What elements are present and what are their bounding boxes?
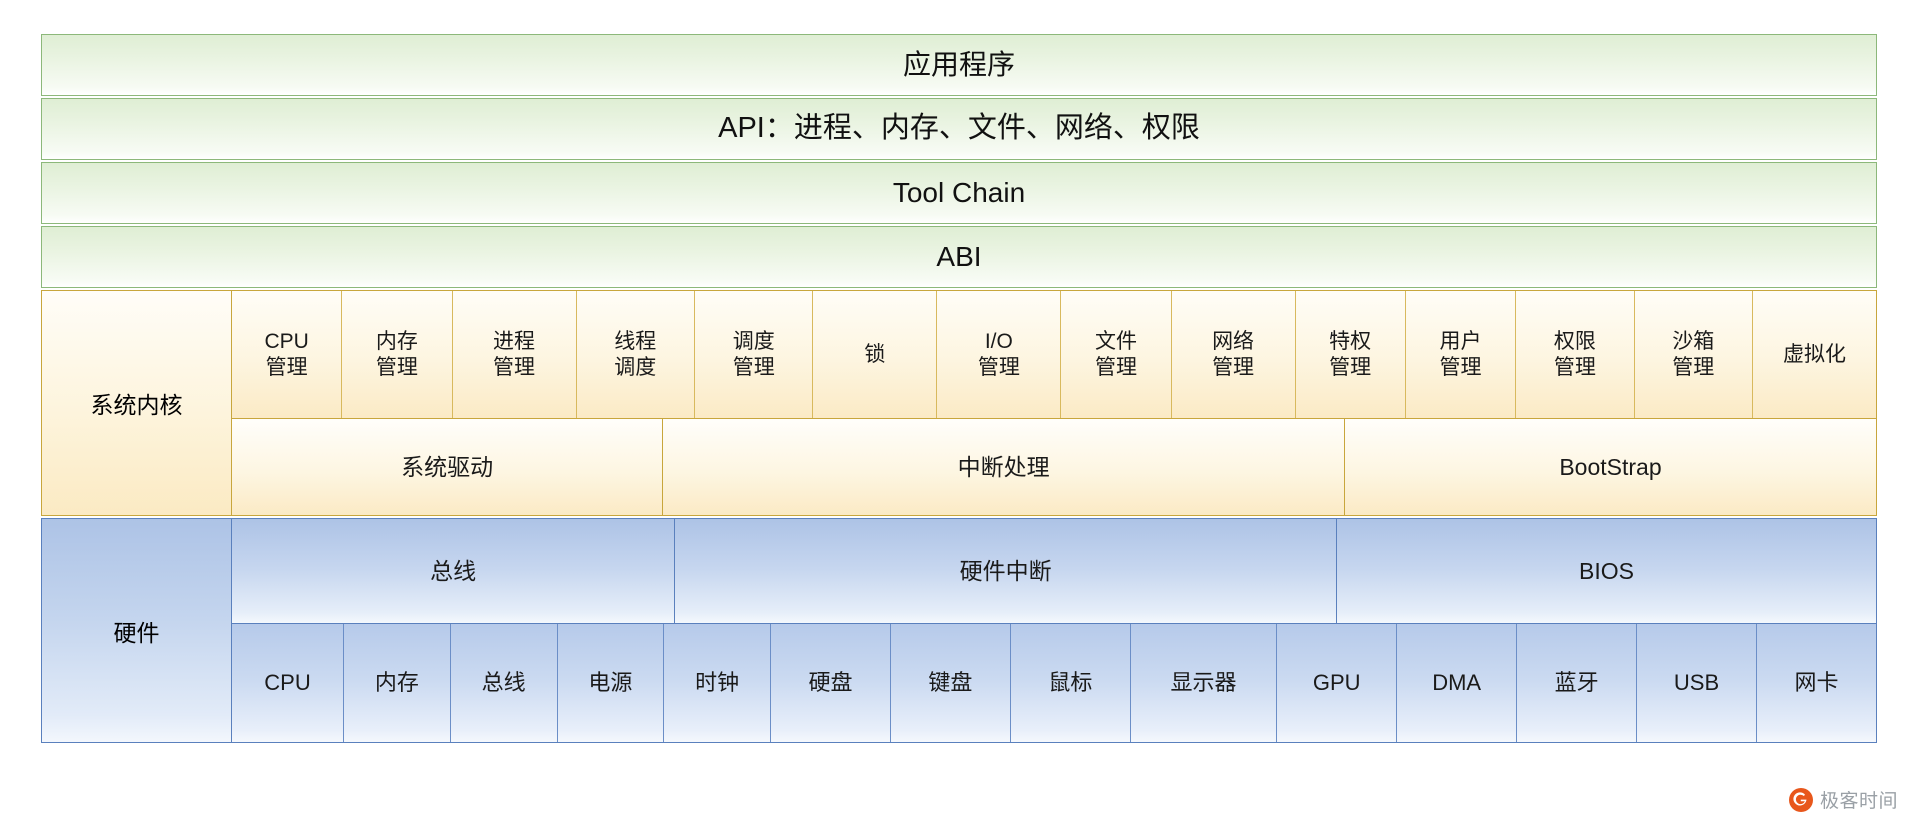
kernel-service-cell: 中断处理 <box>663 419 1345 515</box>
hardware-device-cell: 蓝牙 <box>1517 624 1638 742</box>
kernel-module-cell: 线程 调度 <box>576 291 695 418</box>
kernel-service-cell: BootStrap <box>1345 419 1876 515</box>
kernel-module-cell: 虚拟化 <box>1753 291 1876 418</box>
hardware-device-cell: DMA <box>1397 624 1518 742</box>
hardware-device-cell: GPU <box>1277 624 1398 742</box>
hardware-device-cell: 键盘 <box>890 624 1011 742</box>
layer-api: API：进程、内存、文件、网络、权限 <box>41 98 1877 160</box>
hardware-device-cell: 内存 <box>344 624 451 742</box>
kernel-module-cell: I/O 管理 <box>937 291 1062 418</box>
kernel-module-cell: 文件 管理 <box>1061 291 1172 418</box>
kernel-module-cell: 调度 管理 <box>694 291 814 418</box>
hardware-bus-cell: 总线 <box>232 519 676 623</box>
layer-toolchain: Tool Chain <box>41 162 1877 224</box>
hardware-section-label: 硬件 <box>42 519 232 742</box>
kernel-module-cell: 网络 管理 <box>1171 291 1296 418</box>
geekbang-logo-icon <box>1788 787 1813 812</box>
kernel-module-cell: CPU 管理 <box>232 291 343 418</box>
kernel-module-cell: 权限 管理 <box>1516 291 1635 418</box>
layer-application: 应用程序 <box>41 34 1877 96</box>
kernel-module-cell: 沙箱 管理 <box>1634 291 1754 418</box>
kernel-module-cell: 锁 <box>813 291 938 418</box>
hardware-device-cell: CPU <box>232 624 345 742</box>
os-architecture-diagram: 应用程序 API：进程、内存、文件、网络、权限 Tool Chain ABI 系… <box>41 34 1877 754</box>
hardware-bus-cell: 硬件中断 <box>675 519 1337 623</box>
kernel-service-cell: 系统驱动 <box>232 419 664 515</box>
kernel-module-cell: 用户 管理 <box>1405 291 1517 418</box>
watermark-label: 极客时间 <box>1819 791 1898 812</box>
hardware-device-cell: 时钟 <box>664 624 771 742</box>
kernel-module-cell: 内存 管理 <box>342 291 453 418</box>
layer-abi: ABI <box>41 226 1877 288</box>
hardware-device-cell: 硬盘 <box>770 624 891 742</box>
hardware-device-cell: 总线 <box>450 624 558 742</box>
hardware-device-cell: USB <box>1637 624 1758 742</box>
kernel-module-cell: 进程 管理 <box>452 291 577 418</box>
hardware-device-cell: 鼠标 <box>1010 624 1131 742</box>
hardware-device-cell: 显示器 <box>1130 624 1278 742</box>
watermark: 极客时间 <box>1788 786 1898 813</box>
hardware-device-cell: 网卡 <box>1757 624 1876 742</box>
kernel-section-label: 系统内核 <box>42 291 232 515</box>
hardware-device-cell: 电源 <box>557 624 665 742</box>
hardware-bus-cell: BIOS <box>1336 519 1877 623</box>
kernel-module-cell: 特权 管理 <box>1295 291 1406 418</box>
